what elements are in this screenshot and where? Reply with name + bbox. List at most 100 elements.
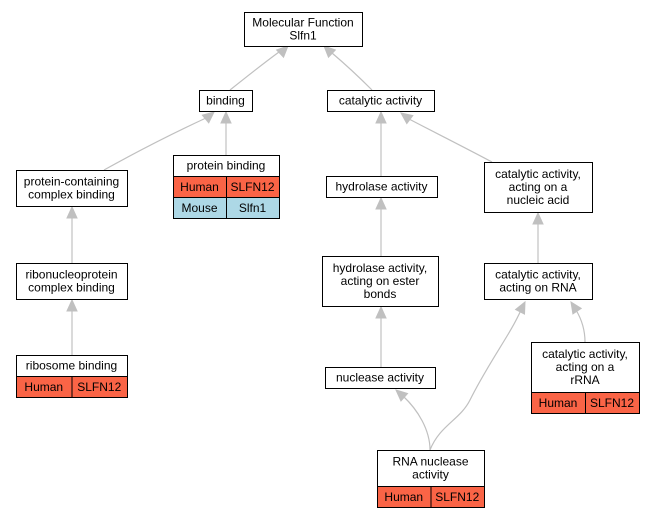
node-label-line: bonds (364, 287, 397, 301)
edge-arrowhead (323, 45, 337, 59)
node-label-line: RNA nuclease (392, 455, 468, 469)
node-label-line: catalytic activity, (495, 167, 581, 181)
gene-symbol-label: SLFN12 (435, 490, 479, 504)
node-box (322, 256, 439, 307)
gene-symbol-label: Slfn1 (239, 201, 267, 215)
node-box (484, 162, 593, 213)
gene-cell (71, 376, 128, 398)
edge-binding-to-molecular-function (229, 45, 289, 91)
edge-nuclease-activity-to-hydrolase-activity-ester-bonds (375, 305, 387, 367)
node-box (484, 263, 593, 300)
node-box (377, 450, 485, 487)
edge-arrowhead (220, 110, 232, 124)
edge-line (331, 52, 373, 91)
edge-line (402, 395, 431, 451)
edge-arrowhead (66, 298, 78, 312)
node-nuclease-activity[interactable]: nuclease activity (325, 367, 436, 389)
node-box (531, 342, 640, 393)
edge-rna-nuclease-activity-to-nuclease-activity (395, 389, 431, 451)
edge-line (575, 309, 586, 343)
node-hydrolase-activity[interactable]: hydrolase activity (326, 176, 438, 198)
edge-catalytic-activity-nucleic-acid-to-catalytic-activity (400, 112, 493, 163)
node-label-line: rRNA (570, 373, 599, 387)
species-label: Human (24, 380, 63, 394)
edge-catalytic-activity-rrna-to-catalytic-activity-rna (570, 300, 586, 343)
node-label-line: activity (412, 468, 449, 482)
node-label-line: protein-containing (24, 175, 119, 189)
edge-arrowhead (375, 305, 387, 319)
species-label: Human (539, 396, 578, 410)
edge-protein-containing-complex-binding-to-binding (103, 111, 215, 171)
node-catalytic-activity-rna[interactable]: catalytic activity,acting on RNA (484, 263, 593, 300)
node-label-line: acting on RNA (499, 281, 576, 295)
node-box (326, 176, 438, 198)
species-label: Human (384, 490, 423, 504)
gene-row-human[interactable]: Human SLFN12 (16, 376, 128, 398)
edge-catalytic-activity-rna-to-catalytic-activity-nucleic-acid (532, 211, 544, 263)
node-box (327, 90, 435, 112)
gene-cell (585, 392, 640, 414)
node-label-line: acting on ester (341, 274, 420, 288)
node-label-line: complex binding (28, 281, 115, 295)
node-box (325, 367, 436, 389)
node-label-line: acting on a (556, 360, 615, 374)
gene-cell (226, 197, 280, 219)
edge-arrowhead (400, 112, 414, 125)
gene-symbol-label: SLFN12 (77, 380, 121, 394)
edge-arrowhead (375, 110, 387, 124)
node-label-line: ribosome binding (26, 359, 117, 373)
gene-row-human[interactable]: Human SLFN12 (377, 486, 485, 508)
node-binding[interactable]: binding (199, 90, 253, 112)
node-box (16, 170, 128, 207)
node-label-line: catalytic activity (339, 94, 422, 108)
edge-layer (66, 45, 586, 451)
node-label-line: complex binding (28, 188, 115, 202)
edge-line (229, 51, 280, 91)
edge-ribonucleoprotein-complex-binding-to-protein-containing-complex-binding (66, 205, 78, 263)
node-label-line: Molecular Function (252, 16, 353, 30)
node-label-line: protein binding (187, 159, 266, 173)
edge-ribosome-binding-to-ribonucleoprotein-complex-binding (66, 298, 78, 355)
node-label-line: hydrolase activity (335, 180, 427, 194)
node-label-line: Slfn1 (289, 29, 317, 43)
node-catalytic-activity[interactable]: catalytic activity (327, 90, 435, 112)
node-label-line: binding (206, 94, 245, 108)
node-label-line: ribonucleoprotein (25, 268, 117, 282)
edge-rna-nuclease-activity-to-catalytic-activity-rna (429, 300, 526, 451)
edge-protein-binding-to-binding (220, 110, 232, 155)
node-label-line: nucleic acid (507, 193, 570, 207)
edge-arrowhead (570, 300, 583, 315)
species-label: Mouse (181, 201, 217, 215)
edge-arrowhead (275, 45, 289, 59)
node-label-line: catalytic activity, (542, 347, 628, 361)
edge-line (408, 118, 493, 163)
edge-hydrolase-activity-ester-bonds-to-hydrolase-activity (375, 196, 387, 256)
edge-arrowhead (201, 111, 215, 124)
gene-symbol-label: SLFN12 (230, 180, 274, 194)
gene-row-mouse[interactable]: Mouse Slfn1 (173, 197, 280, 219)
node-box (16, 263, 128, 300)
edge-arrowhead (532, 211, 544, 225)
node-label-line: nuclease activity (336, 371, 424, 385)
edge-hydrolase-activity-to-catalytic-activity (375, 110, 387, 176)
edge-arrowhead (514, 300, 526, 315)
node-label-line: catalytic activity, (495, 268, 581, 282)
gene-cell (430, 486, 485, 508)
edge-line (429, 309, 522, 451)
edge-arrowhead (66, 205, 78, 219)
edge-catalytic-activity-to-molecular-function (323, 45, 373, 91)
node-box (244, 12, 363, 47)
